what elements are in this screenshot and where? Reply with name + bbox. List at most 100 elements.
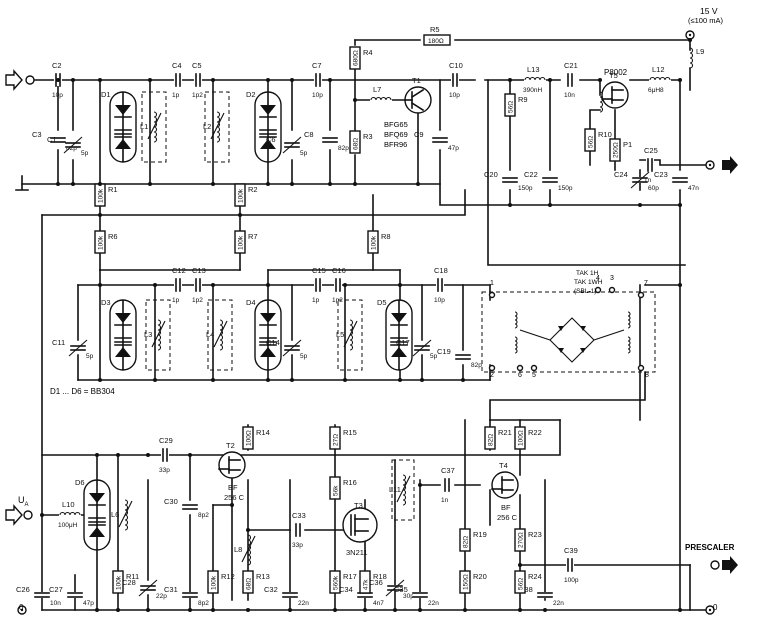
junction-55 <box>246 608 250 612</box>
supply-voltage: 15 V <box>700 6 718 16</box>
junction-14 <box>290 182 294 186</box>
rf-input-arrow <box>5 69 23 91</box>
capacitor-name: C34 <box>339 585 353 594</box>
diode-name: D3 <box>101 298 111 307</box>
capacitor-name: C18 <box>434 266 448 275</box>
transistor-name: T4 <box>499 461 508 470</box>
junction-43 <box>420 378 424 382</box>
ua-label: UA <box>18 495 29 508</box>
junction-21 <box>598 78 602 82</box>
resistor-value: 68Ω <box>353 138 360 150</box>
prescaler-label: PRESCALER <box>685 543 735 552</box>
coil-name: L1 <box>140 122 148 131</box>
diode-d5: D5 <box>377 298 408 370</box>
inductor-name: L7 <box>373 85 381 94</box>
capacitor-name: C8 <box>304 130 314 139</box>
capacitor-name: C33 <box>292 511 306 520</box>
diode-d1: D1 <box>101 90 132 162</box>
transistor-type: 256 C <box>224 493 245 502</box>
t1-type-3: BFR96 <box>384 140 408 149</box>
inductor-name: L13 <box>527 65 540 74</box>
capacitor-name: C30 <box>164 497 178 506</box>
resistor-name: P1 <box>623 140 632 149</box>
coil-name: L6 <box>111 510 119 519</box>
resistor-value: 680Ω <box>353 50 360 66</box>
transistor-type: BF <box>228 483 238 492</box>
capacitor-name: C1 <box>47 135 57 144</box>
junction-9 <box>71 182 75 186</box>
capacitor-value: 1n <box>644 177 652 184</box>
resistor-name: R11 <box>126 572 139 581</box>
ua-main: U <box>18 495 25 505</box>
junction-12 <box>211 182 215 186</box>
capacitor-name: C31 <box>164 585 178 594</box>
coil-name: L4 <box>206 330 214 339</box>
diode-d3: D3 <box>101 298 132 370</box>
capacitor-name: C37 <box>441 466 455 475</box>
resistor-value: 27Ω <box>333 434 340 446</box>
coil-l5: L5 <box>336 319 358 351</box>
capacitor-value: 22n <box>428 600 439 607</box>
junction-44 <box>461 378 465 382</box>
junction-2 <box>98 78 102 82</box>
coil-name: L2 <box>203 122 211 131</box>
inductor-value: 390nH <box>523 87 542 94</box>
capacitor-value: 150p <box>558 185 573 192</box>
diode-d4: D4 <box>246 298 277 370</box>
inductor-name: L12 <box>652 65 665 74</box>
capacitor-name: C27 <box>49 585 63 594</box>
coil-name: L3 <box>144 330 152 339</box>
resistor-value: 56Ω <box>588 136 595 148</box>
terminal-dot-0 <box>688 33 692 37</box>
junction-18 <box>353 98 357 102</box>
mixer-pin-2 <box>488 364 496 372</box>
capacitor-value: 22n <box>298 600 309 607</box>
junction-20 <box>548 78 552 82</box>
coil-boxes <box>141 91 415 521</box>
if-output-arrow <box>722 156 738 174</box>
inductor-l13: L13 390nH <box>523 65 546 94</box>
resistor-name: R8 <box>381 232 391 241</box>
resistor-value: 56Ω <box>508 101 515 113</box>
junction-50 <box>95 608 99 612</box>
capacitor-name: C13 <box>192 266 206 275</box>
resistor-value: 100Ω <box>246 430 253 446</box>
resistor-value: 150Ω <box>463 574 470 590</box>
transistor-t1: T1 <box>404 76 432 114</box>
diode-name: D1 <box>101 90 111 99</box>
mixer-pin-label-1: 1 <box>490 280 494 287</box>
mixer-pin-label-8: 8 <box>645 372 649 379</box>
junction-49 <box>40 513 44 517</box>
capacitor-name: C3 <box>32 130 42 139</box>
resistor-value: 100k <box>238 235 245 250</box>
capacitor-value: 22p <box>156 593 167 600</box>
resistor-name: R4 <box>363 48 373 57</box>
ua-terminal <box>23 510 33 520</box>
resistor-name: R14 <box>256 428 270 437</box>
junction-69 <box>678 283 682 287</box>
capacitor-name: C5 <box>192 61 202 70</box>
junction-24 <box>508 203 512 207</box>
junction-4 <box>211 78 215 82</box>
capacitor-value: 10p <box>434 297 445 304</box>
resistor-name: R23 <box>528 530 542 539</box>
resistor-value: 100k <box>371 235 378 250</box>
junction-56 <box>288 608 292 612</box>
capacitor-value: 10n <box>50 600 61 607</box>
inductor-name: L9 <box>696 47 704 56</box>
resistor-value: 100k <box>211 575 218 590</box>
junction-28 <box>98 213 102 217</box>
